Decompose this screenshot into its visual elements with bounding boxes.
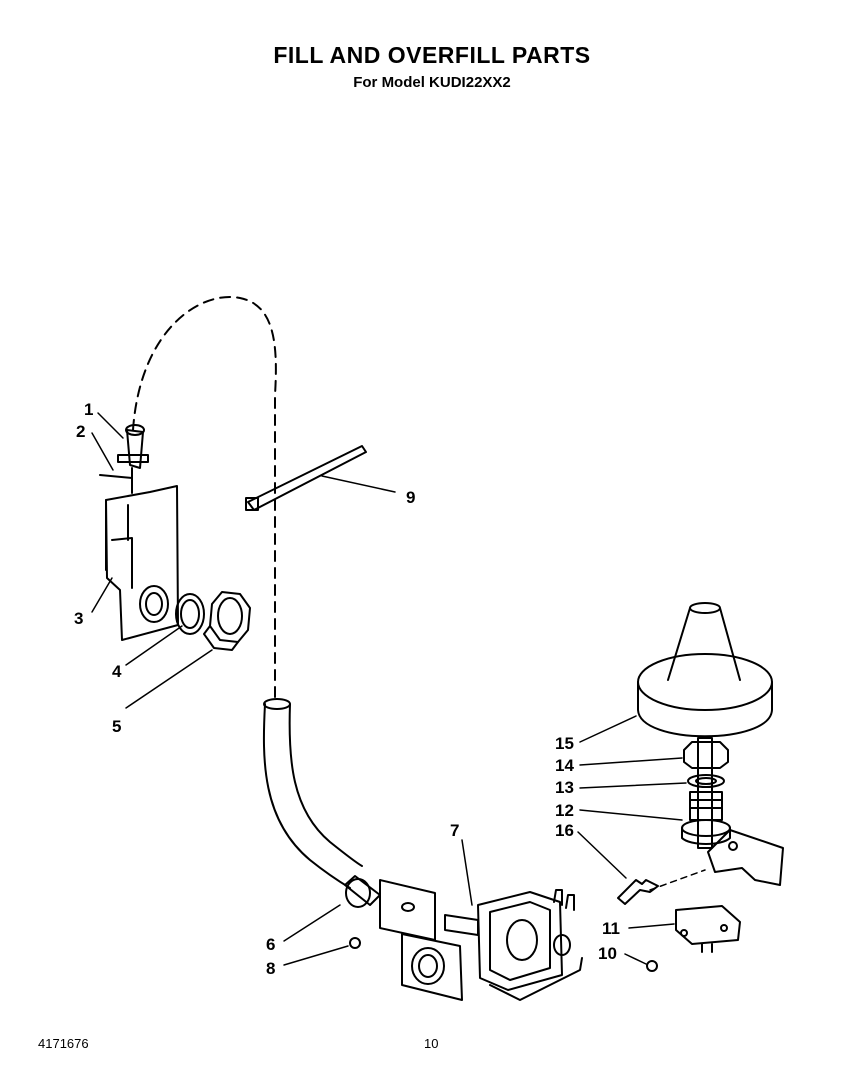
callout-16: 16 [555, 821, 574, 840]
page-number: 10 [424, 1036, 439, 1051]
callout-11: 11 [602, 919, 620, 938]
callout-13: 13 [555, 778, 574, 797]
callout-15: 15 [555, 734, 574, 753]
callout-2: 2 [76, 422, 86, 441]
hose-route-dashed [132, 296, 277, 701]
leader-lines [91, 412, 706, 966]
screw-part-8 [349, 937, 361, 949]
float-part [637, 602, 773, 738]
nut-part [203, 591, 251, 651]
callout-7: 7 [450, 821, 460, 840]
page-title: FILL AND OVERFILL PARTS [273, 42, 591, 68]
callout-14: 14 [555, 756, 574, 775]
callout-5: 5 [112, 717, 122, 736]
cable-tie-part [245, 445, 367, 511]
float-stem-stack [681, 737, 731, 849]
callout-1: 1 [84, 400, 94, 419]
callout-4: 4 [112, 662, 122, 681]
switch-bracket [707, 829, 784, 886]
callout-3: 3 [74, 609, 84, 628]
callout-6: 6 [266, 935, 276, 954]
gasket-part [139, 585, 205, 635]
fill-hose-part [262, 698, 363, 889]
screw-part-10 [646, 960, 658, 972]
callout-9: 9 [406, 488, 416, 507]
fill-funnel-assembly [99, 424, 179, 641]
water-valve-assembly [379, 879, 583, 1001]
hose-clamp-part [344, 875, 381, 908]
model-subtitle: For Model KUDI22XX2 [353, 74, 511, 91]
document-number: 4171676 [38, 1036, 89, 1051]
lever-part-16 [617, 879, 659, 905]
callout-8: 8 [266, 959, 276, 978]
callout-12: 12 [555, 801, 574, 820]
float-switch-part [675, 905, 741, 953]
callout-10: 10 [598, 944, 617, 963]
